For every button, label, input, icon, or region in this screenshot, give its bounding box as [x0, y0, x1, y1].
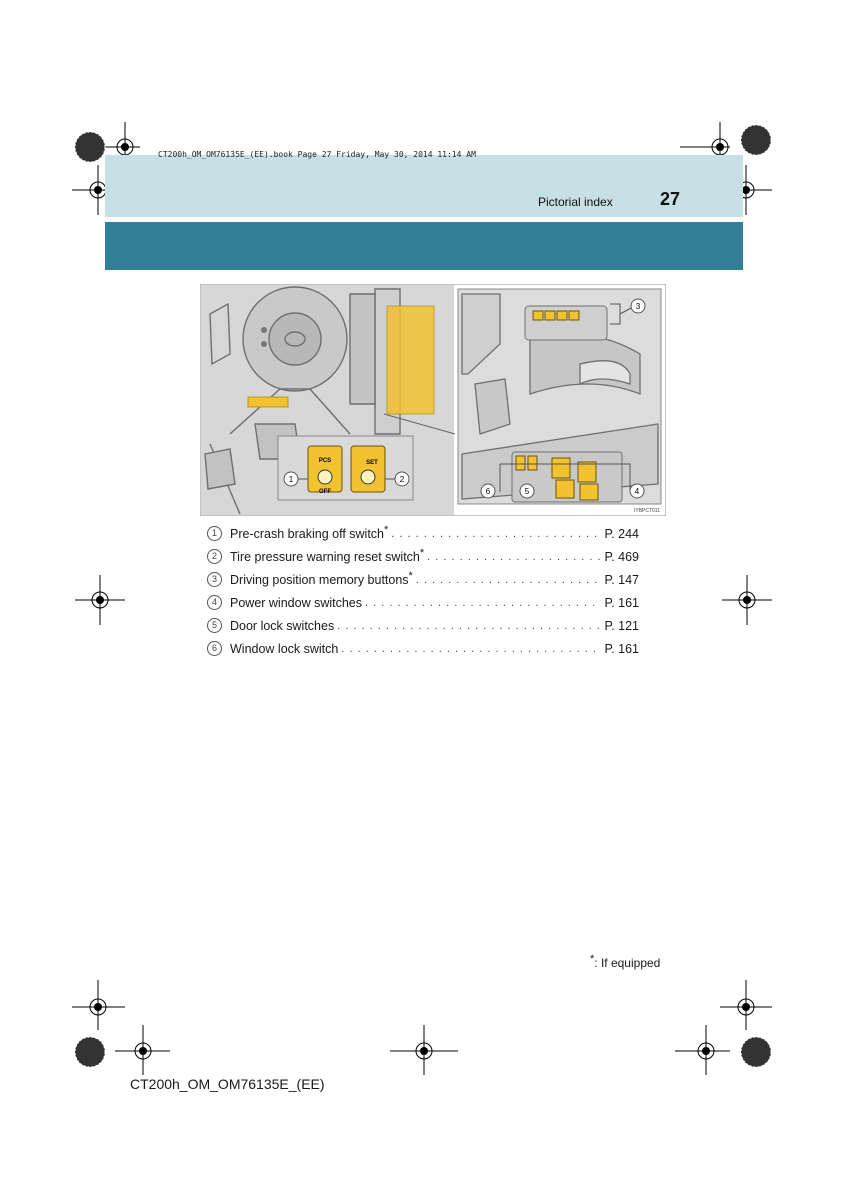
- leader-dots: [341, 643, 601, 655]
- footnote-text: : If equipped: [594, 956, 661, 970]
- index-item[interactable]: 3 Driving position memory buttons* P. 14…: [207, 568, 639, 591]
- callout-3: 3: [636, 302, 641, 311]
- page-reference[interactable]: P. 147: [604, 572, 639, 587]
- item-label: Tire pressure warning reset switch*: [230, 546, 425, 564]
- item-label: Driving position memory buttons*: [230, 569, 413, 587]
- index-item[interactable]: 5 Door lock switches P. 121: [207, 614, 639, 637]
- item-label: Window lock switch: [230, 641, 339, 656]
- callout-4: 4: [635, 487, 640, 496]
- header-band-dark: [105, 222, 743, 270]
- item-number: 6: [207, 641, 222, 656]
- leader-dots: [365, 597, 601, 609]
- item-label: Pre-crash braking off switch*: [230, 523, 389, 541]
- page-reference[interactable]: P. 244: [604, 526, 639, 541]
- footnote-star: *: [590, 953, 595, 965]
- callout-6: 6: [486, 487, 491, 496]
- leader-dots: [427, 551, 601, 563]
- page-reference[interactable]: P. 161: [604, 641, 639, 656]
- leader-dots: [416, 574, 602, 586]
- item-number: 5: [207, 618, 222, 633]
- pictorial-illustration: PCS OFF SET 1 2 3 6 5 4 IYBPCT011: [200, 284, 666, 516]
- index-item[interactable]: 1 Pre-crash braking off switch* P. 244: [207, 522, 639, 545]
- index-item[interactable]: 6 Window lock switch P. 161: [207, 637, 639, 660]
- pictorial-index-list: 1 Pre-crash braking off switch* P. 244 2…: [207, 522, 639, 660]
- footnote: *: If equipped: [590, 953, 661, 971]
- leader-dots: [391, 528, 601, 540]
- callout-2: 2: [400, 475, 405, 484]
- pcs-label: PCS: [319, 458, 331, 464]
- print-info: CT200h_OM_OM76135E_(EE).book Page 27 Fri…: [158, 150, 476, 159]
- footer-book-id: CT200h_OM_OM76135E_(EE): [130, 1076, 325, 1092]
- header-band-light: [105, 155, 743, 217]
- item-number: 2: [207, 549, 222, 564]
- page-reference[interactable]: P. 121: [604, 618, 639, 633]
- section-title: Pictorial index: [538, 195, 613, 209]
- item-number: 1: [207, 526, 222, 541]
- index-item[interactable]: 4 Power window switches P. 161: [207, 591, 639, 614]
- callout-1: 1: [289, 475, 294, 484]
- item-number: 4: [207, 595, 222, 610]
- leader-dots: [337, 620, 601, 632]
- index-item[interactable]: 2 Tire pressure warning reset switch* P.…: [207, 545, 639, 568]
- set-label: SET: [366, 460, 378, 466]
- callout-5: 5: [525, 487, 530, 496]
- page-reference[interactable]: P. 469: [604, 549, 639, 564]
- page-number: 27: [660, 189, 681, 209]
- item-label: Power window switches: [230, 595, 362, 610]
- image-code: IYBPCT011: [634, 508, 660, 514]
- off-label: OFF: [319, 489, 331, 495]
- item-label: Door lock switches: [230, 618, 335, 633]
- page-reference[interactable]: P. 161: [604, 595, 639, 610]
- item-number: 3: [207, 572, 222, 587]
